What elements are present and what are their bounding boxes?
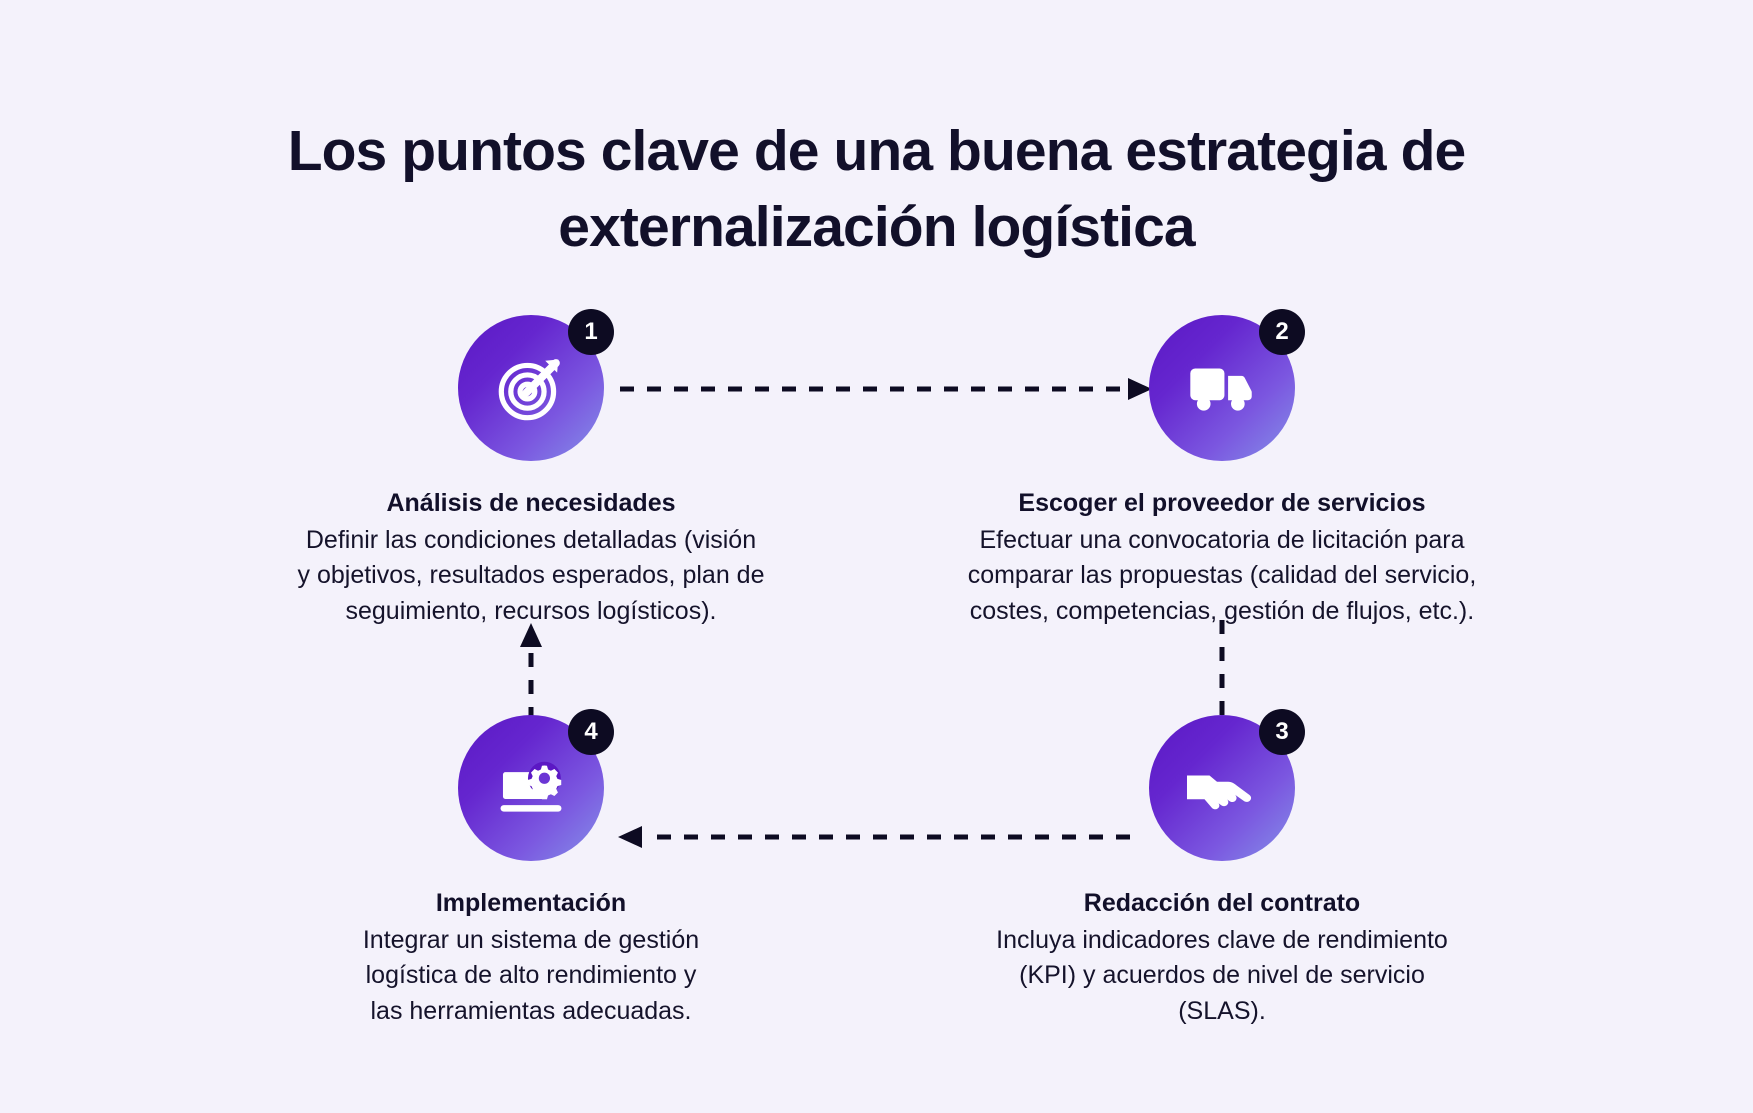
step-3-title: Redacción del contrato [1083, 889, 1361, 917]
page-title: Los puntos clave de una buena estrategia… [287, 119, 1467, 259]
delivery-truck-icon [1183, 349, 1261, 427]
step-3-number-badge: 3 [1259, 709, 1305, 755]
step-1-number-badge: 1 [568, 309, 614, 355]
step-node-1[interactable]: 1 Análisis de necesidades Definir las co… [251, 309, 811, 630]
step-4-icon-badge: 4 [458, 709, 614, 861]
step-2-description: Efectuar una convocatoria de licitación … [967, 525, 1477, 626]
step-4-number-badge: 4 [568, 709, 614, 755]
handshake-icon [1182, 748, 1262, 828]
step-4-title: Implementación [435, 889, 627, 917]
step-3-icon-badge: 3 [1149, 709, 1305, 861]
step-1-title: Análisis de necesidades [386, 489, 676, 517]
step-node-3[interactable]: 3 Redacción del contrato Incluya indicad… [942, 709, 1502, 1030]
step-2-title: Escoger el proveedor de servicios [1018, 489, 1426, 517]
step-2-number-badge: 2 [1259, 309, 1305, 355]
step-node-4[interactable]: 4 Implementación Integrar un sistema de … [251, 709, 811, 1030]
step-1-description: Definir las condiciones detalladas (visi… [297, 525, 765, 626]
step-1-icon-badge: 1 [458, 309, 614, 461]
step-4-description: Integrar un sistema de gestión logística… [362, 925, 700, 1026]
laptop-gear-icon [492, 749, 570, 827]
step-3-description: Incluya indicadores clave de rendimiento… [996, 925, 1448, 1026]
step-node-2[interactable]: 2 Escoger el proveedor de servicios Efec… [942, 309, 1502, 630]
target-arrow-icon [493, 350, 569, 426]
step-2-icon-badge: 2 [1149, 309, 1305, 461]
